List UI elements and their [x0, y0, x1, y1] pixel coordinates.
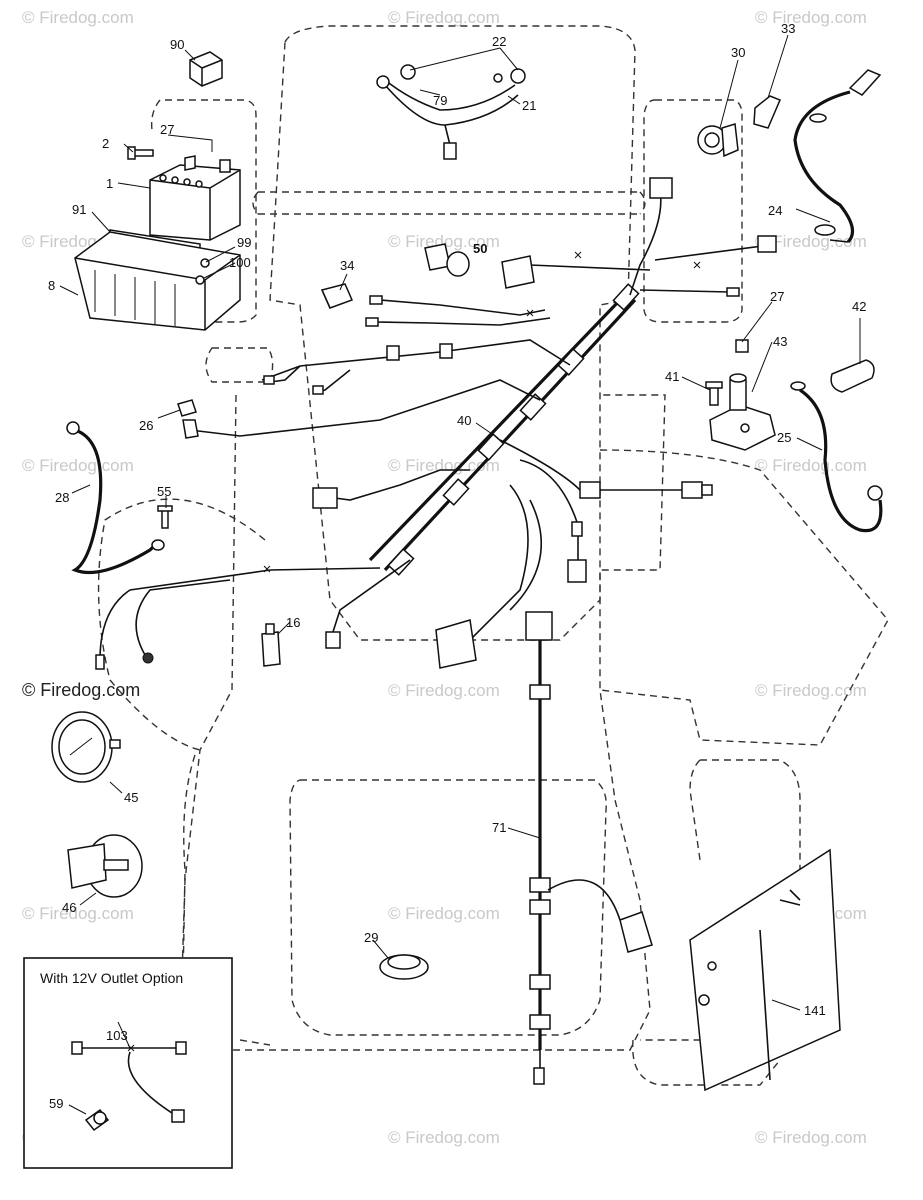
- callout-24: 24: [768, 203, 782, 218]
- boot-42: [830, 359, 875, 393]
- callout-34: 34: [340, 258, 354, 273]
- cable-25: [790, 381, 883, 533]
- callout-29: 29: [364, 930, 378, 945]
- callout-28: 28: [55, 490, 69, 505]
- callouts: 90 22 79 21 30 33 2 27 1 91 99 100 8 24 …: [48, 21, 866, 1111]
- switch-33: [753, 95, 781, 129]
- inset-12v-outlet: With 12V Outlet Option: [23, 957, 233, 1169]
- watermark-text: © Firedog.com: [755, 232, 867, 251]
- fuse-26: [177, 399, 197, 417]
- watermark-text: © Firedog.com: [22, 456, 134, 475]
- hourmeter-46: [67, 834, 143, 898]
- headlight-harness-79: [376, 64, 526, 160]
- callout-41: 41: [665, 369, 679, 384]
- callout-27: 27: [160, 122, 174, 137]
- harness-connector-top: [649, 177, 673, 199]
- switch-34: [320, 283, 354, 309]
- watermark-text: © Firedog.com: [755, 8, 867, 27]
- callout-27b: 27: [770, 289, 784, 304]
- nut-27: [735, 339, 749, 353]
- watermark-text: © Firedog.com: [755, 456, 867, 475]
- battery-tray-8: [74, 231, 241, 331]
- ignition-switch-30: [697, 123, 739, 158]
- watermark-text: © Firedog.com: [22, 8, 134, 27]
- callout-99: 99: [237, 235, 251, 250]
- callout-79: 79: [433, 93, 447, 108]
- screw-55: [157, 505, 173, 529]
- callout-2: 2: [102, 136, 109, 151]
- callout-26: 26: [139, 418, 153, 433]
- callout-8: 8: [48, 278, 55, 293]
- cable-28: [66, 421, 165, 575]
- main-harness: [95, 177, 777, 670]
- callout-71: 71: [492, 820, 506, 835]
- callout-43: 43: [773, 334, 787, 349]
- callout-25: 25: [777, 430, 791, 445]
- cable-24: [793, 69, 882, 244]
- callout-33: 33: [781, 21, 795, 36]
- inset-title: With 12V Outlet Option: [40, 970, 183, 986]
- callout-91: 91: [72, 202, 86, 217]
- callout-46: 46: [62, 900, 76, 915]
- callout-103: 103: [106, 1028, 128, 1043]
- bolt-41: [705, 381, 723, 406]
- watermark-text: © Firedog.com: [388, 904, 500, 923]
- watermark-text: © Firedog.com: [388, 456, 500, 475]
- callout-141: 141: [804, 1003, 826, 1018]
- watermark-text: © Firedog.com: [388, 232, 500, 251]
- callout-55: 55: [157, 484, 171, 499]
- watermark-text: © Firedog.com: [755, 681, 867, 700]
- callout-50: 50: [473, 241, 487, 256]
- plug-29: [379, 954, 429, 980]
- gauge-45: [51, 711, 121, 783]
- watermark-text: © Firedog.com: [22, 904, 134, 923]
- callout-59: 59: [49, 1096, 63, 1111]
- callout-42: 42: [852, 299, 866, 314]
- callout-90: 90: [170, 37, 184, 52]
- harness-connector-right: [757, 235, 777, 253]
- harness-71: [525, 611, 653, 1085]
- callout-21: 21: [522, 98, 536, 113]
- callout-100: 100: [229, 255, 251, 270]
- callout-16: 16: [286, 615, 300, 630]
- switch-16: [261, 623, 281, 667]
- callout-22: 22: [492, 34, 506, 49]
- callout-1: 1: [106, 176, 113, 191]
- callout-45: 45: [124, 790, 138, 805]
- callout-30: 30: [731, 45, 745, 60]
- callout-40: 40: [457, 413, 471, 428]
- leader-lines: [59, 34, 861, 1115]
- bolt-2: [127, 146, 154, 160]
- solenoid-43: [709, 373, 776, 451]
- switch-50: [424, 243, 535, 289]
- battery-1: [149, 155, 241, 241]
- wire-break-marks: [127, 251, 701, 1052]
- watermark-text: © Firedog.com: [388, 8, 500, 27]
- watermark-text: © Firedog.com: [388, 1128, 500, 1147]
- watermark-text: © Firedog.com: [755, 1128, 867, 1147]
- relay-90: [189, 51, 223, 87]
- watermark-prominent: © Firedog.com: [22, 680, 140, 700]
- watermark-text: © Firedog.com: [388, 681, 500, 700]
- rear-assembly-141: [689, 848, 841, 1092]
